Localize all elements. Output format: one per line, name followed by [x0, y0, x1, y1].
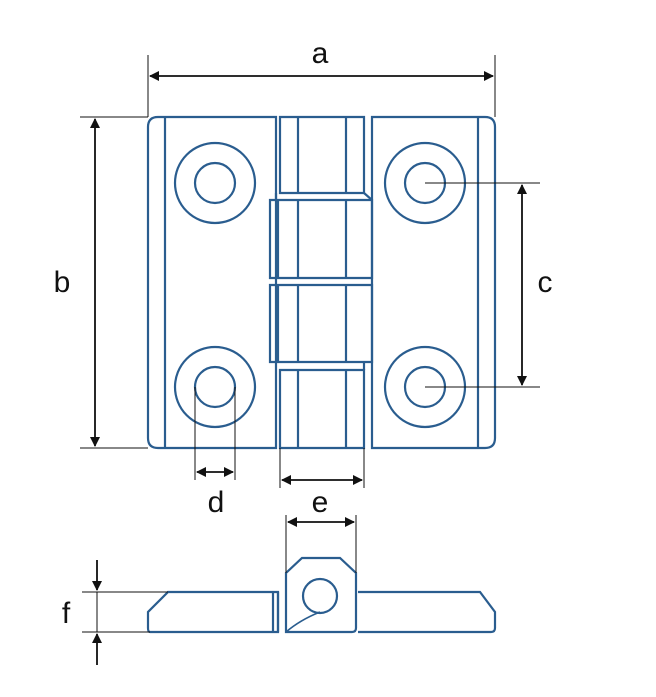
mounting-hole-top-left: [173, 141, 257, 225]
left-leaf: [146, 115, 278, 450]
dimension-label-f: f: [62, 597, 71, 630]
dimension-e-side: [285, 515, 357, 573]
hinge-side-view: [146, 556, 497, 634]
dimension-label-b: b: [54, 266, 71, 299]
dimension-a: [147, 55, 496, 117]
dimension-d: [194, 387, 236, 480]
dimension-e: [279, 448, 365, 488]
dimension-b: [80, 116, 148, 449]
right-leaf: [370, 115, 497, 450]
dimension-label-e: e: [312, 486, 329, 519]
side-knuckle-housing: [284, 556, 358, 634]
dimension-f: [82, 560, 168, 665]
side-pin-circle: [301, 577, 339, 615]
side-left-plate: [146, 590, 280, 634]
dimension-lines: [80, 55, 540, 488]
mounting-hole-bottom-left: [173, 345, 257, 429]
dimension-lines-side: [82, 515, 357, 665]
side-right-plate: [358, 590, 497, 634]
hinge-front-view: [146, 115, 497, 450]
knuckle-barrel: [268, 115, 374, 450]
dimension-c: [425, 182, 540, 388]
dimension-label-c: c: [538, 266, 553, 299]
dimension-label-d: d: [208, 486, 225, 519]
dimension-label-a: a: [312, 37, 329, 70]
